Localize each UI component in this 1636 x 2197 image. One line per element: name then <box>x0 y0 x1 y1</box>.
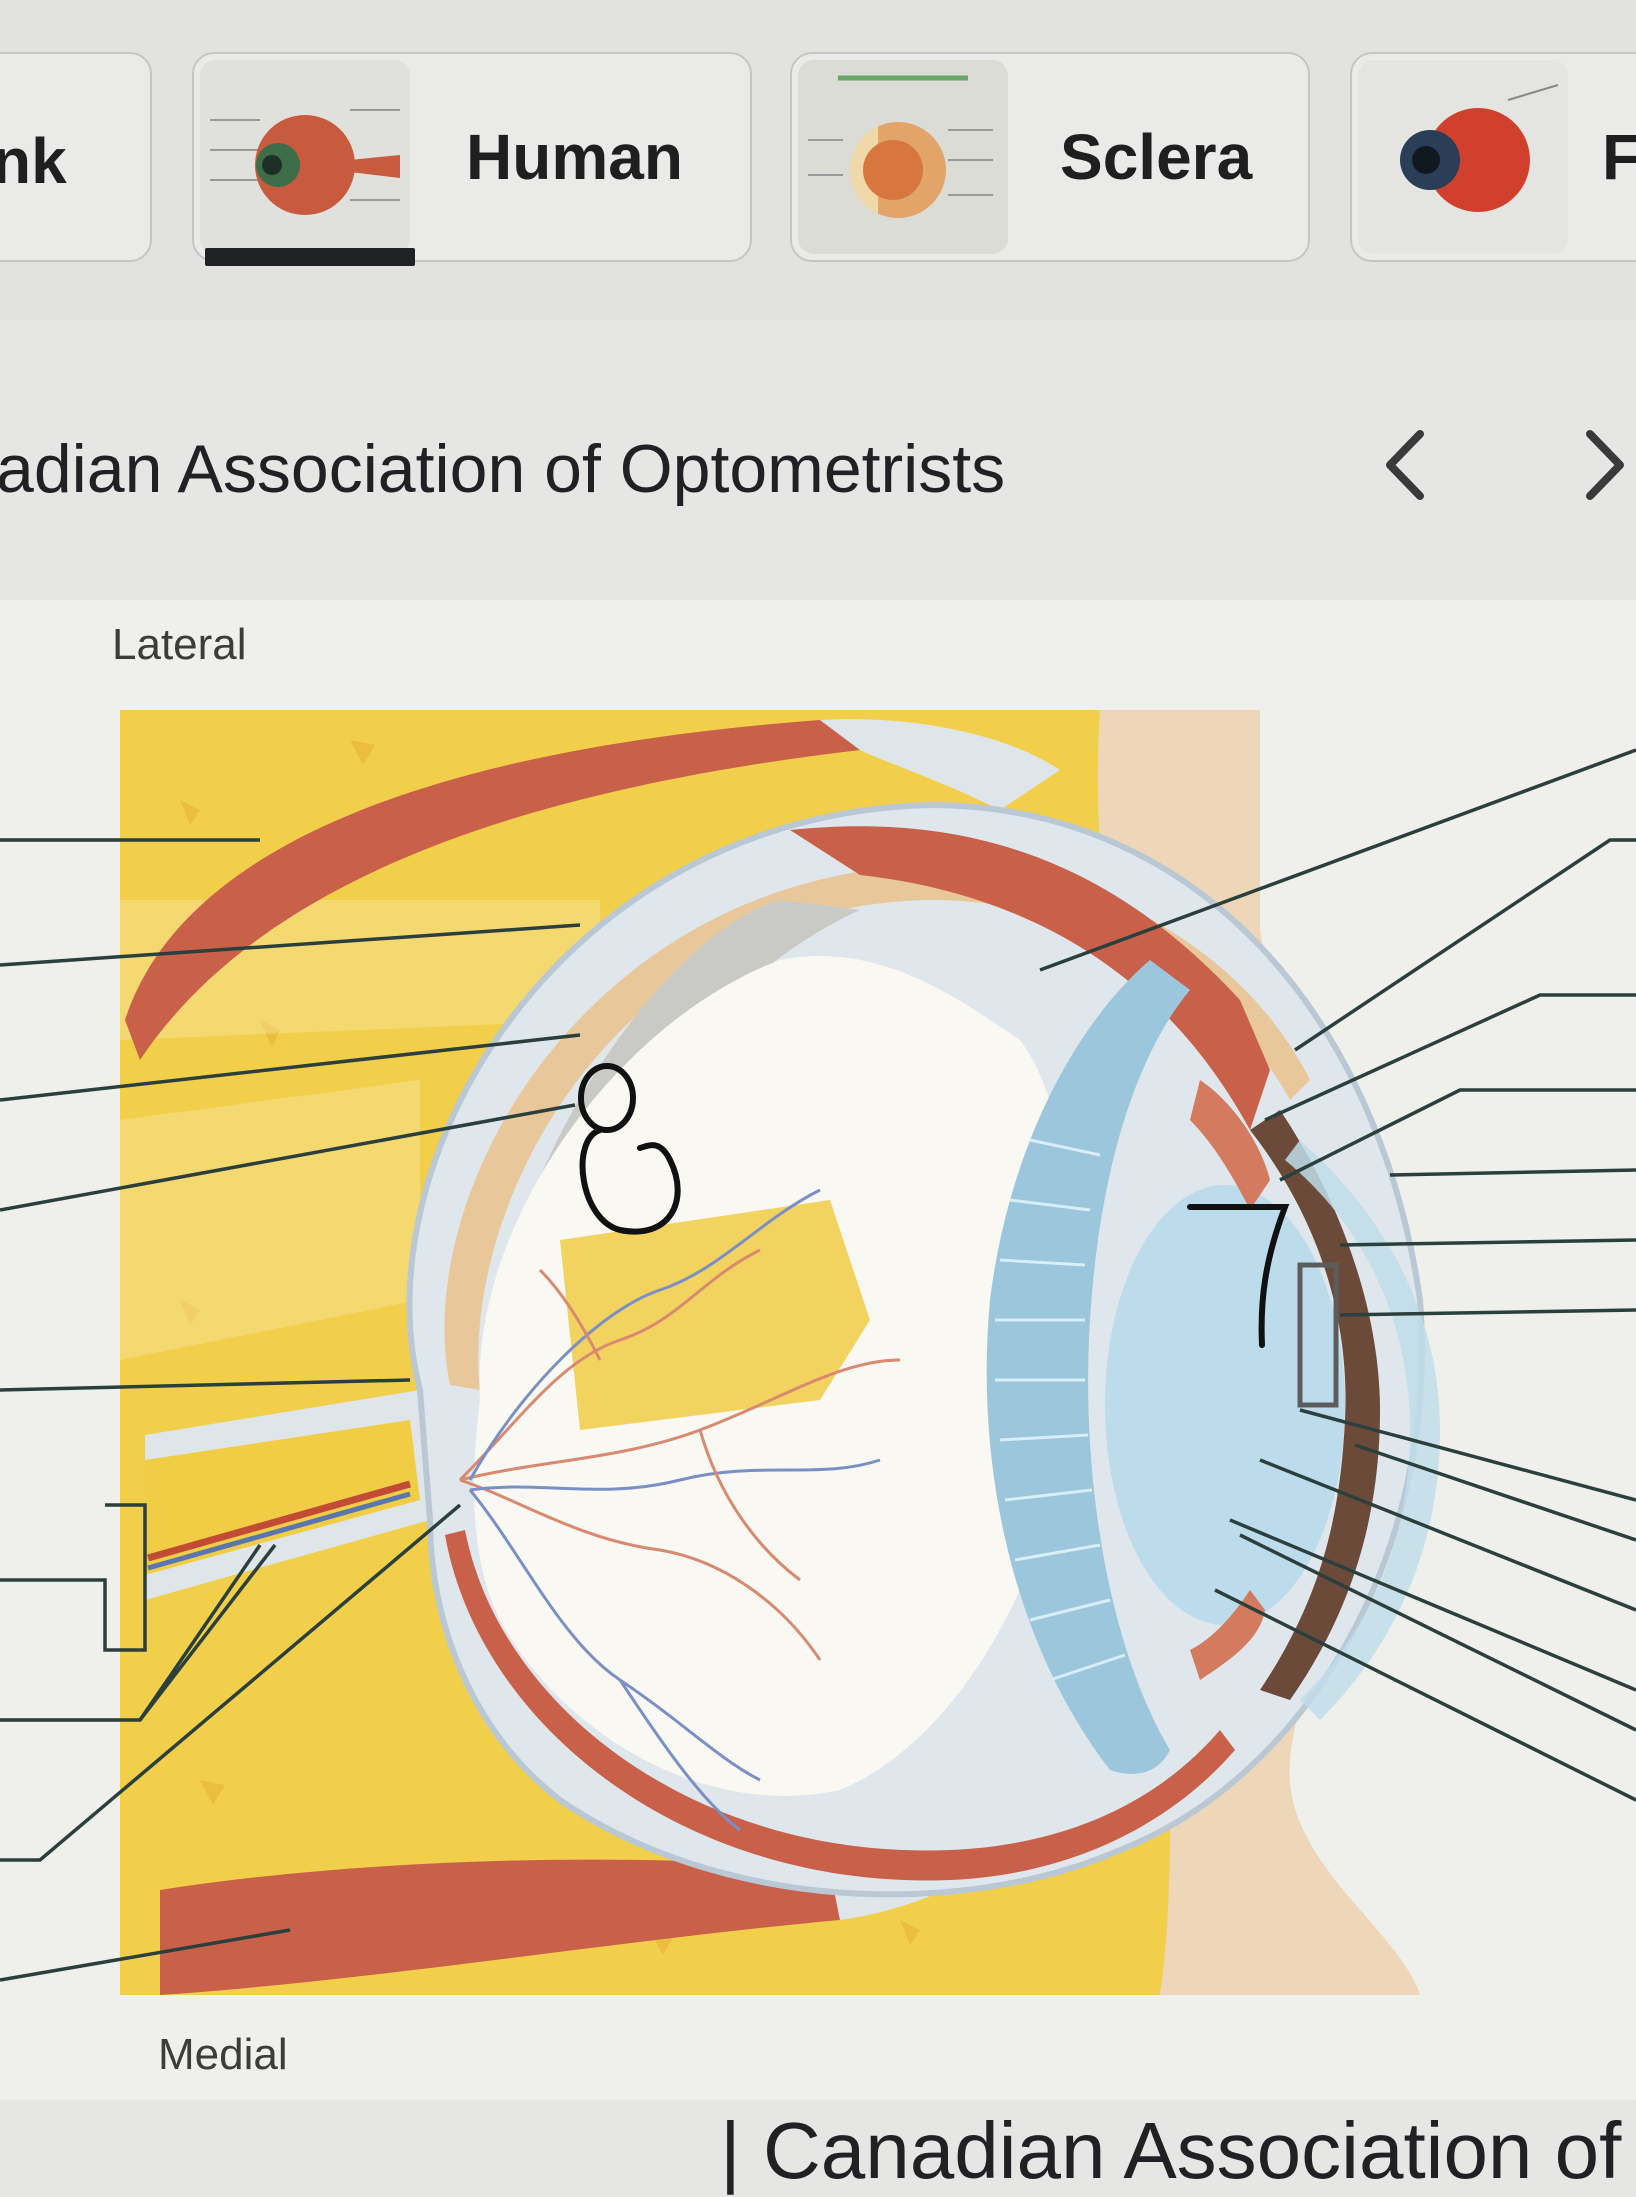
chip-human[interactable]: Human <box>192 52 752 262</box>
leader-lines <box>0 748 1636 1982</box>
handwritten-number-8 <box>578 1063 681 1235</box>
next-image-button[interactable] <box>1560 420 1636 510</box>
eye-cross-section-illustration <box>0 710 1636 1995</box>
ciliary-zonule <box>986 960 1190 1774</box>
eye-anatomy-diagram: Lateral Medial <box>0 600 1636 2100</box>
central-retinal-vein <box>147 1491 411 1571</box>
chip-label: F <box>1602 120 1636 194</box>
retina-flap <box>500 900 860 1290</box>
eye-thumbnail-icon <box>200 60 410 254</box>
cornea <box>1285 1140 1440 1720</box>
eye-thumbnail-icon <box>1358 60 1568 254</box>
chip-label: nk <box>0 125 67 197</box>
medial-label: Medial <box>158 2030 288 2079</box>
active-chip-indicator <box>205 248 415 266</box>
next-result-caption[interactable]: | Canadian Association of <box>720 2106 1622 2195</box>
ciliary-process-upper <box>1190 1080 1270 1210</box>
lateral-label: Lateral <box>112 620 247 669</box>
chip-thumbnail-eye <box>200 60 410 254</box>
ciliary-process-lower <box>1190 1590 1265 1680</box>
handwritten-number-7 <box>1187 1204 1290 1348</box>
upper-tendon <box>820 719 1060 810</box>
image-source-title[interactable]: adian Association of Optometrists <box>0 431 1006 507</box>
previous-image-button[interactable] <box>1360 420 1450 510</box>
chip-thumbnail-eye <box>1358 60 1568 254</box>
zonule-stripes <box>995 1138 1126 1682</box>
iris <box>1250 1110 1380 1700</box>
chip-sclera[interactable]: Sclera <box>790 52 1310 262</box>
chip-label: Human <box>466 121 683 193</box>
upper-rectus-muscle <box>125 720 860 1060</box>
chip-label: Sclera <box>1060 121 1253 193</box>
lower-rectus-muscle <box>160 1859 840 1995</box>
eye-thumbnail-icon <box>798 60 1008 254</box>
chevron-left-icon <box>1386 430 1424 500</box>
central-retinal-artery <box>147 1480 411 1562</box>
chip-thumbnail-eye <box>798 60 1008 254</box>
retinal-vessels <box>458 1188 901 1832</box>
macula <box>560 1200 870 1430</box>
chevron-right-icon <box>1586 430 1624 500</box>
chip-pink[interactable]: nk <box>0 52 152 262</box>
lens <box>1105 1185 1345 1625</box>
chip-fourth[interactable]: F <box>1350 52 1636 262</box>
choroid-lower <box>445 1530 1235 1881</box>
related-search-chip-bar: nk Human <box>0 0 1636 320</box>
pupil-bracket <box>1297 1262 1339 1408</box>
